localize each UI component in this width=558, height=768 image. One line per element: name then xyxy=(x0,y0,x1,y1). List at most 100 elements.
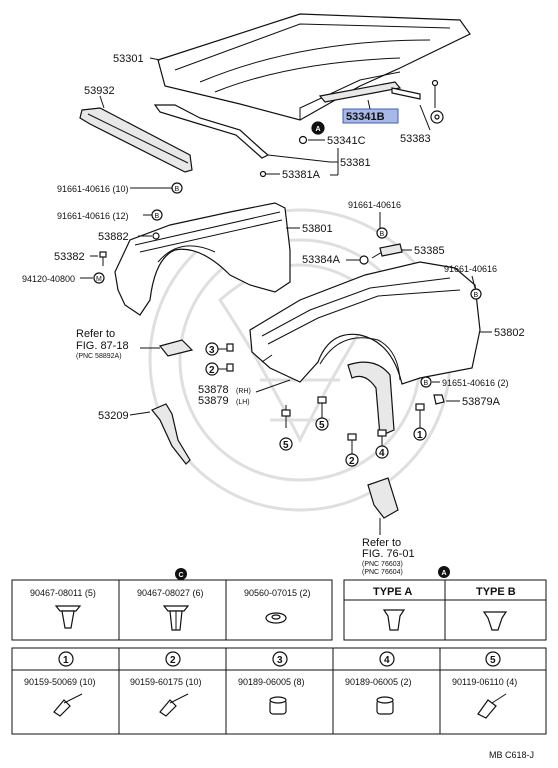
circle-5b xyxy=(315,417,329,431)
diagram-code: MB C618-J xyxy=(489,750,534,760)
callout-53301: 53301 xyxy=(113,53,144,65)
fastener-4-icon[interactable] xyxy=(377,429,387,437)
callout-91661-a: 91661-40616 xyxy=(348,200,401,210)
fastener-3-icon[interactable] xyxy=(226,343,234,352)
callout-53209: 53209 xyxy=(98,410,129,422)
fastener-bottom-5-label: 90119-06110 (4) xyxy=(452,677,517,687)
callout-94120: 94120-40800 xyxy=(22,274,75,284)
fastener-bottom-3-label: 90189-06005 (8) xyxy=(238,677,305,687)
callout-53381a: 53381A xyxy=(282,169,321,181)
seal-53882[interactable] xyxy=(152,232,160,240)
mark-b-text-2: B xyxy=(424,380,429,387)
fastener-bottom-1-label: 90159-50069 (10) xyxy=(24,677,96,687)
mark-b-text-10: B xyxy=(175,186,180,193)
callout-53382: 53382 xyxy=(54,251,85,263)
callout-91661-10: 91661-40616 (10) xyxy=(57,184,129,194)
table-num-1: 1 xyxy=(63,655,69,666)
pnc-76603-label: (PNC 76603) xyxy=(362,561,403,568)
bracket-53209[interactable] xyxy=(151,403,191,465)
callout-53801: 53801 xyxy=(302,223,333,235)
callout-53879a: 53879A xyxy=(462,396,501,408)
mark-b-clip-12[interactable] xyxy=(151,209,163,221)
clip-type-b-icon[interactable] xyxy=(482,611,508,631)
circle-5a xyxy=(279,437,293,451)
fastener-bottom-2-label: 90159-60175 (10) xyxy=(130,677,202,687)
front-fender-rh-53802[interactable] xyxy=(249,261,481,385)
clip-90467-08011-icon[interactable] xyxy=(54,605,82,629)
table-circle-1 xyxy=(58,651,74,667)
screw-90159-60175-icon[interactable] xyxy=(159,693,189,717)
circle-4-text: 4 xyxy=(379,448,385,459)
type-b-header: TYPE B xyxy=(476,586,516,598)
group-mark-a-circle xyxy=(438,566,450,578)
nut-90189-06005b-icon[interactable] xyxy=(376,696,394,715)
mark-m-text: M xyxy=(96,276,102,283)
bolt-90119-06110-icon[interactable] xyxy=(477,693,507,719)
table-num-2: 2 xyxy=(170,655,176,666)
mark-b-clip-b[interactable] xyxy=(470,288,482,300)
circle-2a-text: 2 xyxy=(209,365,215,376)
callout-53879-side: (LH) xyxy=(236,399,250,406)
circle-4 xyxy=(375,445,389,459)
fender-liner-53878[interactable] xyxy=(347,361,395,437)
seal-53385[interactable] xyxy=(379,243,403,257)
mark-m-nut[interactable] xyxy=(93,272,105,284)
fastener-bottom-4-label: 90189-06005 (2) xyxy=(345,677,412,687)
clip-type-a-icon[interactable] xyxy=(382,609,406,631)
fastener-5b-icon[interactable] xyxy=(317,396,327,404)
callout-53341b[interactable]: 53341B xyxy=(346,111,385,123)
circle-1-text: 1 xyxy=(417,430,423,441)
fastener-5a-icon[interactable] xyxy=(281,409,291,417)
cowl-panel-53932[interactable] xyxy=(79,107,193,173)
callout-53932: 53932 xyxy=(84,85,115,97)
mark-b-clip-10[interactable] xyxy=(171,182,183,194)
fastener-table: C A xyxy=(11,566,547,735)
callout-53384a: 53384A xyxy=(302,254,341,266)
fastener-top-3-label: 90560-07015 (2) xyxy=(244,588,311,598)
mark-a-text: A xyxy=(316,126,321,133)
callout-53802: 53802 xyxy=(494,327,525,339)
table-circle-3 xyxy=(272,651,288,667)
bolt-53382[interactable] xyxy=(99,251,107,266)
grommet-90560-icon[interactable] xyxy=(265,612,287,624)
seal-53384a[interactable] xyxy=(359,255,369,265)
mark-b-clip-2[interactable] xyxy=(420,376,432,388)
circle-5b-text: 5 xyxy=(319,420,325,431)
hood-panel-53301[interactable] xyxy=(157,13,471,121)
table-circle-4 xyxy=(379,651,395,667)
mark-b-text-a: B xyxy=(380,231,385,238)
refer-to-label-2: Refer to xyxy=(362,537,401,549)
mark-b-text-b: B xyxy=(474,292,479,299)
seal-53341b[interactable] xyxy=(318,81,402,103)
type-a-header: TYPE A xyxy=(373,586,412,598)
circle-2b xyxy=(345,453,359,467)
fig-76-01-label: FIG. 76-01 xyxy=(362,548,415,560)
clip-90467-08027-icon[interactable] xyxy=(162,605,190,631)
front-fender-lh-53801[interactable] xyxy=(114,202,291,316)
mudguard-76603[interactable] xyxy=(367,477,399,519)
table-num-5: 5 xyxy=(490,655,496,666)
highlight-53341b xyxy=(342,108,399,124)
callout-91661-b: 91661-40616 xyxy=(444,264,497,274)
hood-hinge-53383[interactable] xyxy=(391,79,444,124)
fastener-2b-icon[interactable] xyxy=(347,433,357,441)
callout-53383: 53383 xyxy=(400,133,431,145)
group-mark-a-text: A xyxy=(442,570,447,577)
table-num-3: 3 xyxy=(277,655,283,666)
callout-53381: 53381 xyxy=(340,157,371,169)
table-num-4: 4 xyxy=(384,655,390,666)
fastener-2a-icon[interactable] xyxy=(226,363,234,372)
callout-53878-side: (RH) xyxy=(236,388,251,395)
bracket-58892a[interactable] xyxy=(158,339,194,357)
circle-1 xyxy=(413,427,427,441)
screw-90159-50069-icon[interactable] xyxy=(53,693,83,717)
mark-b-clip-a[interactable] xyxy=(376,227,388,239)
screw-53381a[interactable] xyxy=(259,170,267,178)
pnc-58892a-label: (PNC 58892A) xyxy=(76,353,122,360)
circle-5a-text: 5 xyxy=(283,440,289,451)
nut-90189-06005-icon[interactable] xyxy=(269,696,287,715)
pnc-76604-label: (PNC 76604) xyxy=(362,569,403,576)
nut-53879a[interactable] xyxy=(433,394,445,405)
fastener-1-icon[interactable] xyxy=(415,403,425,411)
bumper-53341c[interactable] xyxy=(298,135,308,145)
